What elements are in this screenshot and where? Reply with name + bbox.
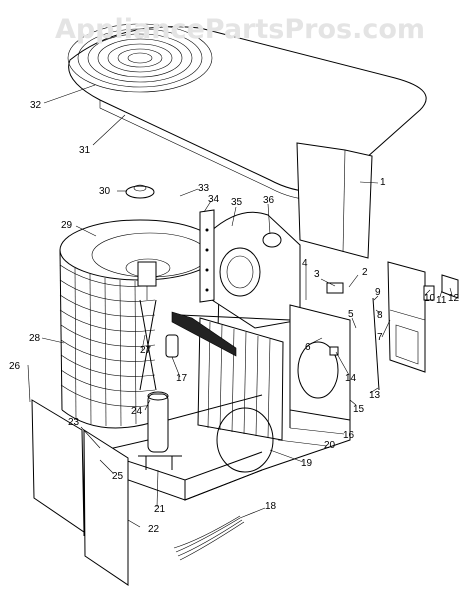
cabinet-base [99,304,351,501]
control-box-cover [387,261,426,373]
callout-label: 7 [377,332,383,343]
callout-label: 15 [353,404,365,415]
wiring-harness [173,515,245,561]
callout-label: 20 [324,440,336,451]
motor-bracket [139,299,157,391]
blower-motor [262,232,282,248]
condenser-coil [59,219,221,429]
callout-label: 12 [448,293,460,304]
callout-label: 32 [30,100,42,111]
fan-grille [67,23,213,93]
fan-cap [125,184,155,199]
callout-label: 5 [348,309,354,320]
compressor [138,391,182,470]
callout-label: 36 [263,195,275,206]
callout-label: 19 [301,458,313,469]
callout-label: 14 [345,373,357,384]
callout-label: 1 [380,177,386,188]
contactor [326,282,344,294]
callout-label: 29 [61,220,73,231]
callout-label: 27 [140,345,152,356]
callout-label: 24 [131,406,143,417]
callout-label: 17 [176,373,188,384]
callout-label: 34 [208,194,220,205]
callout-label: 8 [377,310,383,321]
callout-label: 35 [231,197,243,208]
terminal-block [423,285,435,301]
relay-plate [441,274,459,299]
callout-label: 31 [79,145,91,156]
callout-label: 11 [436,295,447,306]
callout-label: 9 [375,287,381,298]
capacitor [165,334,179,358]
callout-label: 28 [29,333,41,344]
watermark: AppliancePartsPros.com [54,14,426,45]
access-panel [296,142,373,259]
callout-label: 6 [305,342,311,353]
support-rod [372,297,380,391]
leader-lines [27,84,453,528]
callout-label: 2 [362,267,368,278]
callout-label: 33 [198,183,210,194]
callout-label: 21 [154,504,166,515]
callout-label: 26 [9,361,21,372]
callout-label: 4 [302,258,308,269]
small-bracket [329,346,339,356]
control-bracket [199,209,215,303]
drain-loop [216,407,274,473]
callout-label: 30 [99,186,111,197]
callout-label: 3 [314,269,320,280]
blower-housing [209,211,301,329]
callout-label: 23 [68,417,80,428]
side-panel-front [83,429,129,586]
callout-label: 18 [265,501,277,512]
callout-label: 25 [112,471,124,482]
evaporator-coil [171,311,284,441]
callout-label: 10 [424,293,436,304]
callout-label: 22 [148,524,160,535]
callout-label: 13 [369,390,381,401]
callout-label: 16 [343,430,355,441]
